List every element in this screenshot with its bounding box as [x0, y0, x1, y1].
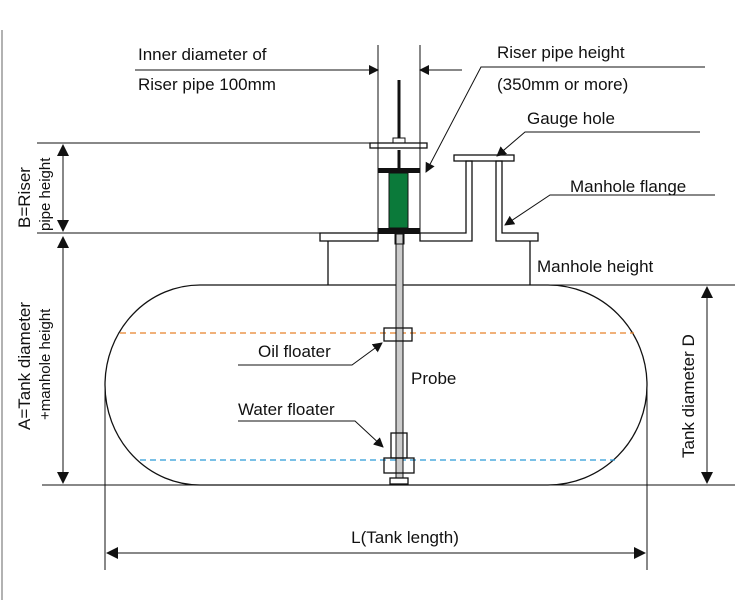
riser-height-leader [425, 66, 705, 173]
riser-height-label-1: Riser pipe height [497, 43, 625, 62]
gauge-hole-plate [453, 154, 515, 162]
manhole-flange-leader [504, 194, 715, 226]
tank-diameter-label: Tank diameter D [679, 334, 698, 458]
a-label-1: A=Tank diameter [15, 302, 34, 430]
a-label-2: +manhole height [37, 308, 54, 420]
manhole-flange-label: Manhole flange [570, 177, 686, 196]
b-label-2: pipe height [37, 157, 54, 231]
b-label-1: B=Riser [15, 167, 34, 228]
oil-floater [383, 327, 413, 342]
manhole-flange-right [419, 160, 473, 242]
gauge-hole-leader [496, 131, 700, 157]
gauge-hole-label: Gauge hole [527, 109, 615, 128]
float-body [388, 172, 409, 229]
probe-foot [389, 477, 409, 485]
tank-length-label: L(Tank length) [351, 528, 459, 547]
probe-rod [395, 233, 404, 479]
tank-outline [104, 284, 648, 486]
riser-height-label-2: (350mm or more) [497, 75, 628, 94]
manhole-height-label: Manhole height [537, 257, 654, 276]
water-floater-label: Water floater [238, 400, 335, 419]
water-floater-lower [383, 457, 415, 474]
probe-nut [392, 137, 406, 144]
probe-collar [394, 233, 405, 245]
gauge-pipe-right [495, 160, 539, 242]
riser-band-top [378, 168, 420, 173]
water-floater-leader [238, 420, 384, 448]
riser-top-flange [369, 142, 428, 149]
manhole-flange-left [319, 232, 379, 242]
inner-diameter-label-2: Riser pipe 100mm [138, 75, 276, 94]
probe-label: Probe [411, 369, 456, 388]
oil-floater-leader [238, 342, 383, 366]
riser-band-bottom [378, 228, 420, 234]
inner-diameter-label-1: Inner diameter of [138, 45, 267, 64]
oil-floater-label: Oil floater [258, 342, 331, 361]
